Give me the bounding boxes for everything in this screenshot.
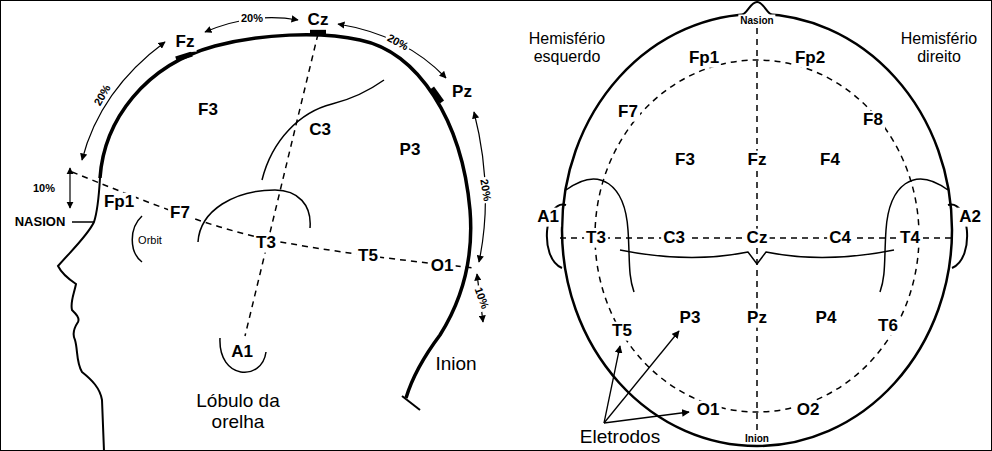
electrode-label: T5	[356, 247, 380, 266]
electrode-label: P4	[814, 309, 839, 328]
hemisphere-label: Hemisfério direito	[889, 30, 989, 65]
percent-label: 10%	[31, 182, 57, 194]
electrode-label: T5	[610, 322, 634, 341]
electrode-label: C3	[307, 121, 333, 140]
electrode-mark	[310, 30, 326, 35]
electrode-label: F4	[818, 151, 842, 170]
electrode-label: Fp1	[687, 49, 721, 68]
percent-label: 20%	[478, 176, 494, 204]
coronal-line	[245, 34, 318, 336]
percent-label: 20%	[239, 12, 265, 24]
distance-arrow	[338, 24, 446, 78]
electrode-label: T6	[876, 317, 900, 336]
leader-arrow	[604, 412, 689, 423]
ear-inner	[566, 179, 634, 292]
electrode-label: C3	[661, 229, 687, 248]
distance-arrow	[69, 168, 70, 208]
electrode-label: Fz	[746, 151, 769, 170]
electrode-label: Fp1	[102, 193, 136, 212]
electrode-label: O2	[795, 401, 822, 420]
leader-arrow	[604, 346, 620, 423]
percent-label: 20%	[90, 81, 113, 110]
landmark-label: Inion	[743, 433, 771, 444]
electrode-label: O1	[695, 401, 722, 420]
hemisphere-label: Hemisfério esquerdo	[517, 30, 617, 65]
leader-arrow	[604, 331, 679, 423]
electrode-label: Cz	[745, 229, 770, 248]
landmark-label: Nasion	[738, 15, 775, 26]
note-label: Lóbulo da orelha	[178, 391, 298, 433]
percent-label: 10%	[472, 284, 492, 313]
electrode-label: T3	[254, 234, 278, 253]
electrode-label: T4	[898, 229, 922, 248]
nasion-pointer	[72, 221, 94, 223]
electrode-label: F7	[168, 204, 192, 223]
electrode-mark	[176, 54, 192, 59]
electrode-label: Pz	[450, 83, 474, 102]
distance-arrow	[82, 42, 165, 160]
electrode-label: Cz	[306, 11, 331, 30]
electrode-label: F3	[673, 151, 697, 170]
electrode-label: A1	[535, 208, 561, 227]
electrode-label: Pz	[745, 309, 769, 328]
electrode-label: Fp2	[793, 49, 827, 68]
electrode-label: F7	[616, 103, 640, 122]
electrode-label: Fz	[174, 33, 197, 52]
sulcus-line	[262, 80, 384, 180]
electrode-mark	[432, 88, 442, 102]
electrode-label: O1	[429, 257, 456, 276]
note-label: Eletrodos	[578, 427, 662, 448]
note-label: Inion	[433, 354, 478, 375]
head-outline	[562, 14, 952, 446]
electrode-label: P3	[398, 141, 423, 160]
electrode-label: C4	[827, 229, 853, 248]
electrode-label: T3	[584, 229, 608, 248]
landmark-label: NASION	[13, 215, 68, 229]
electrode-label: F8	[861, 111, 885, 130]
electrode-label: P3	[678, 309, 703, 328]
ear-inner	[880, 179, 948, 292]
electrode-label: F3	[196, 101, 220, 120]
landmark-label: Orbit	[136, 234, 164, 246]
electrode-label: A1	[229, 343, 255, 362]
sulcus-line	[620, 250, 894, 264]
head-outline	[100, 35, 471, 398]
electrode-label: A2	[957, 208, 983, 227]
ear-lobe	[220, 338, 266, 372]
inion-mark	[402, 396, 420, 410]
